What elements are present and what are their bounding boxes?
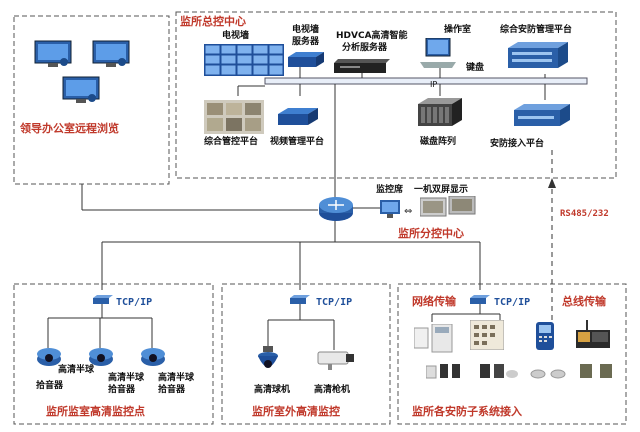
video-server-icon — [278, 108, 318, 130]
double-arrow-icon: ⇔ — [404, 206, 413, 217]
bottom-left-tcp-label: TCP/IP — [116, 297, 153, 308]
dome-label: 高清球机 — [254, 385, 291, 395]
access-control-panel-icon — [469, 319, 505, 354]
center-box-border — [175, 11, 617, 179]
bottom-left-title: 监所监室高清监控点 — [46, 405, 145, 418]
dome-camera-icon — [140, 346, 166, 370]
card-readers-icon — [480, 362, 520, 386]
left-box-border — [13, 15, 170, 185]
keyboard-label: 键盘 — [466, 63, 485, 73]
tv-wall-icon — [204, 44, 284, 80]
hdvca-label-2: 分析服务器 — [342, 43, 388, 53]
device1-label-1: 高清半球 — [58, 365, 95, 375]
monitor-icon — [62, 76, 100, 110]
control-screen-icon — [204, 100, 264, 138]
switch-icon — [470, 290, 490, 309]
control-console-icon — [572, 320, 612, 356]
workstation-icon — [420, 37, 456, 72]
sensor-devices-icon — [425, 362, 466, 386]
bottom-right-tcp-label: TCP/IP — [494, 297, 531, 308]
tv-server-label-2: 服务器 — [292, 37, 320, 47]
handheld-terminal-icon — [534, 322, 560, 356]
branch-title: 监所分控中心 — [398, 227, 464, 240]
integrated-control-label: 综合管控平台 — [204, 137, 259, 147]
ip-bus-bar — [264, 77, 588, 85]
tv-server-label-1: 电视墙 — [292, 25, 320, 35]
rs485-label: RS485/232 — [560, 209, 609, 219]
security-access-label: 安防接入平台 — [490, 139, 545, 149]
switch-icon — [290, 290, 310, 309]
left-box-title: 领导办公室远程浏览 — [20, 122, 119, 135]
device2-label-1: 高清半球 — [108, 373, 145, 383]
dual-screen-label: 一机双屏显示 — [414, 185, 469, 195]
bottom-left-box-border — [13, 283, 214, 425]
network-transport-label: 网络传输 — [412, 295, 456, 308]
monitor-icon — [92, 40, 130, 74]
analysis-server-icon — [334, 58, 390, 77]
tv-wall-label: 电视墙 — [222, 31, 250, 41]
disk-array-icon — [418, 98, 462, 132]
monitor-icon — [34, 40, 72, 74]
branch-monitor-icon — [380, 200, 402, 224]
monitor-seat-label: 监控席 — [376, 185, 404, 195]
bus-devices-icon — [530, 362, 620, 386]
bus-transport-label: 总线传输 — [562, 295, 606, 308]
bottom-mid-title: 监所室外高清监控 — [252, 405, 340, 418]
bottom-mid-box-border — [221, 283, 391, 425]
hdvca-label-1: HDVCA高清智能 — [336, 31, 408, 41]
alarm-panel-icon — [413, 323, 454, 358]
device2-label-2: 拾音器 — [108, 385, 136, 395]
rack-server-icon — [508, 42, 568, 74]
bottom-right-title: 监所各安防子系统接入 — [412, 405, 522, 418]
dual-screen-icon — [419, 195, 476, 222]
integrated-security-label: 综合安防管理平台 — [500, 25, 573, 35]
dome-camera-icon — [36, 346, 62, 370]
server-icon — [288, 52, 324, 72]
video-mgmt-label: 视频管理平台 — [270, 137, 325, 147]
ops-room-label: 操作室 — [444, 25, 472, 35]
bullet-label: 高清枪机 — [314, 385, 351, 395]
device3-label-2: 拾音器 — [158, 385, 186, 395]
ptz-dome-camera-icon — [256, 346, 280, 380]
bullet-camera-icon — [316, 350, 356, 376]
dome-camera-icon — [88, 346, 114, 370]
router-icon — [318, 196, 354, 226]
device3-label-1: 高清半球 — [158, 373, 195, 383]
bottom-right-box-border — [397, 283, 627, 425]
device1-label-2: 拾音器 — [36, 381, 64, 391]
disk-array-label: 磁盘阵列 — [420, 137, 457, 147]
ip-bus-label: IP — [430, 80, 438, 89]
center-box-title: 监所总控中心 — [180, 15, 246, 28]
switch-icon — [93, 290, 113, 309]
bottom-mid-tcp-label: TCP/IP — [316, 297, 353, 308]
access-server-icon — [514, 104, 570, 132]
